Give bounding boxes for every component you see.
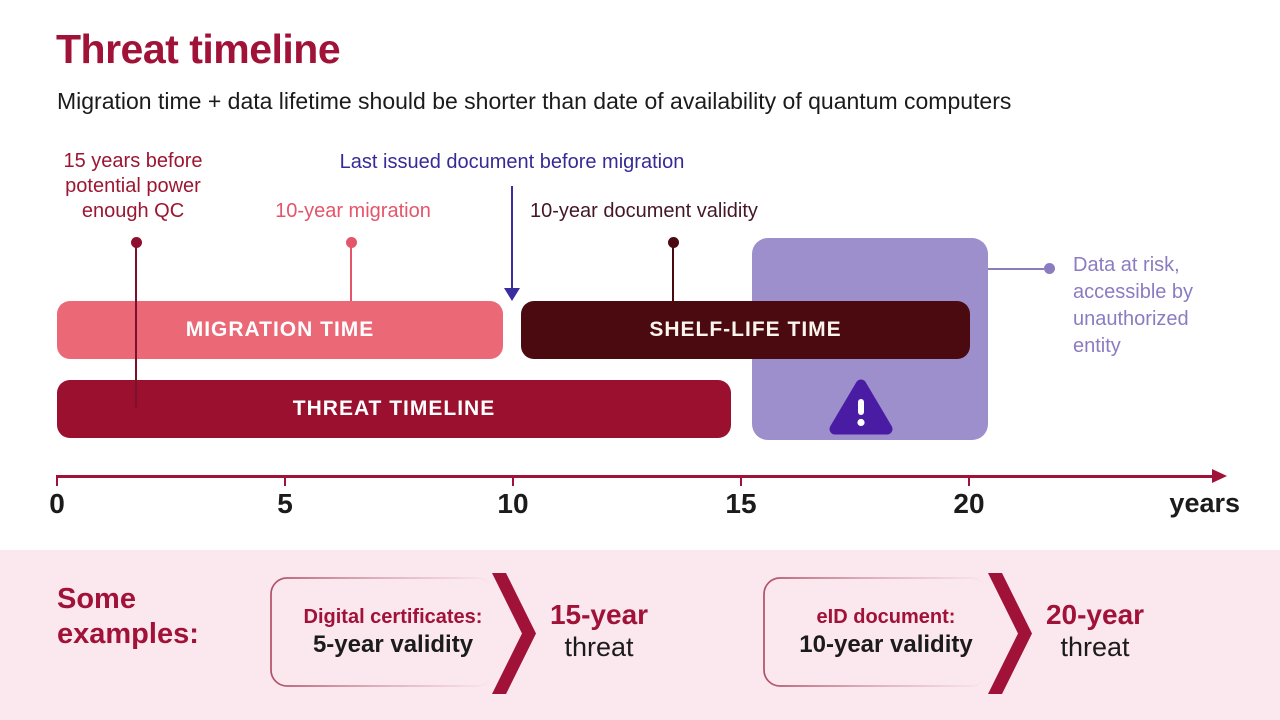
axis-tick-label: 0 (49, 488, 65, 519)
threat-word: threat (1060, 632, 1130, 662)
example-title: Digital certificates: (303, 605, 483, 628)
chevron-right-icon (988, 573, 1032, 694)
annotation-last-issued-document: Last issued document before migration (339, 151, 685, 173)
axis-tick (284, 475, 286, 486)
threat-duration: 20-year (1045, 599, 1145, 630)
examples-heading: Some examples: (57, 582, 199, 652)
label-line: entity (1073, 335, 1121, 357)
marker-dot-validity (668, 237, 679, 248)
example-validity: 10-year validity (799, 630, 973, 658)
annotation-document-validity: 10-year document validity (530, 200, 758, 222)
axis-tick (512, 475, 514, 486)
page-title: Threat timeline (56, 26, 341, 72)
axis-tick-label: 20 (953, 488, 985, 519)
threat-duration: 15-year (549, 599, 649, 630)
down-arrow-head-icon (504, 288, 520, 301)
marker-dot-qc (131, 237, 142, 248)
leader-line-validity (672, 246, 674, 302)
leader-line-data-at-risk (988, 268, 1044, 270)
axis-tick-label: 5 (277, 488, 293, 519)
example-threat: 20-year threat (1033, 599, 1157, 663)
migration-time-bar: MIGRATION TIME (57, 301, 503, 359)
leader-line-qc (135, 246, 137, 408)
example-validity: 5-year validity (312, 630, 474, 658)
annotation-line: enough QC (81, 200, 185, 222)
timeline-axis (57, 475, 1215, 478)
example-card: eID document: 10-year validity (771, 577, 1001, 686)
data-at-risk-label: Data at risk, accessible by unauthorized… (1073, 252, 1243, 360)
label-line: Data at risk, (1073, 254, 1180, 276)
example-threat: 15-year threat (537, 599, 661, 663)
axis-tick (740, 475, 742, 486)
axis-tick-label: 15 (725, 488, 757, 519)
threat-timeline-bar: THREAT TIMELINE (57, 380, 731, 438)
axis-tick (968, 475, 970, 486)
axis-tick (56, 475, 58, 486)
annotation-migration-duration: 10-year migration (275, 200, 431, 222)
axis-unit-label: years (1169, 488, 1240, 518)
example-title: eID document: (816, 605, 956, 628)
example-card: Digital certificates: 5-year validity (278, 577, 508, 686)
label-line: unauthorized (1073, 308, 1189, 330)
label-line: accessible by (1073, 281, 1194, 303)
annotation-line: 15 years before (63, 150, 203, 172)
down-arrow-icon (511, 186, 513, 290)
marker-dot-data-at-risk (1044, 263, 1055, 274)
annotation-line: potential power (65, 175, 201, 197)
axis-arrow-icon (1212, 469, 1227, 483)
page-subtitle: Migration time + data lifetime should be… (57, 88, 1012, 114)
axis-tick-label: 10 (497, 488, 529, 519)
threat-word: threat (564, 632, 634, 662)
annotation-qc-power: 15 years before potential power enough Q… (37, 149, 229, 224)
heading-line: examples: (57, 618, 199, 650)
shelf-life-time-bar: SHELF-LIFE TIME (521, 301, 970, 359)
heading-line: Some (57, 583, 136, 615)
leader-line-migration (350, 246, 352, 301)
marker-dot-migration (346, 237, 357, 248)
chevron-right-icon (492, 573, 536, 694)
warning-icon (829, 379, 893, 435)
examples-panel (0, 550, 1280, 720)
